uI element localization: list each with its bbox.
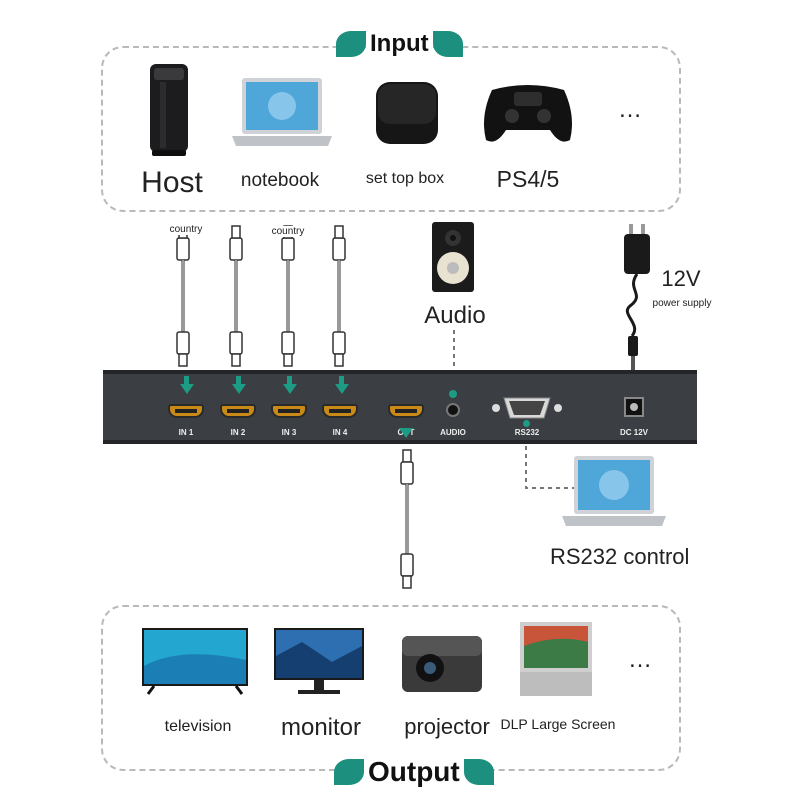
laptop-icon [232, 78, 332, 146]
input-device-label-host: Host [141, 166, 203, 199]
hdmi-port-in-2 [220, 404, 256, 418]
projector-icon [402, 636, 482, 692]
port-label-in-4: IN 4 [332, 428, 348, 437]
output-device-label-television: television [164, 718, 232, 735]
leaf-right-icon [432, 31, 463, 57]
output-device-label-projector: projector [404, 714, 490, 739]
output-arrow [399, 428, 413, 438]
output-more-ellipsis: … [628, 646, 652, 673]
hdmi-port-out [388, 404, 424, 418]
input-arrow-3 [283, 384, 297, 394]
port-label-audio: AUDIO [440, 428, 466, 437]
port-label-in-3: IN 3 [281, 428, 297, 437]
input-device-label-notebook: notebook [240, 170, 320, 191]
audio-indicator-dot [449, 390, 457, 398]
control-laptop-icon [562, 456, 666, 526]
input-arrow-4 [335, 384, 349, 394]
tower-pc-icon [150, 64, 188, 156]
input-arrow-1 [180, 384, 194, 394]
input-arrow-stem-2 [236, 376, 241, 384]
input-arrow-2 [232, 384, 246, 394]
port-label-in-1: IN 1 [178, 428, 194, 437]
hdmi-input-cables [176, 225, 346, 367]
input-arrow-stem-3 [287, 376, 292, 384]
input-device-label-set-top-box: set top box [365, 170, 445, 187]
input-title: Input [336, 30, 463, 58]
output-device-label-monitor: monitor [280, 714, 362, 741]
hdmi-output-cable [400, 449, 414, 589]
power-supply-label: power supply [652, 298, 712, 309]
output-device-label-dlp: DLP Large Screen [500, 716, 616, 732]
input-more-ellipsis: … [618, 96, 642, 123]
rs232-port-icon [492, 397, 562, 419]
hdmi-port-in-3 [271, 404, 307, 418]
monitor-icon [274, 628, 364, 694]
leaf-left-icon [334, 759, 364, 785]
input-arrow-stem-4 [339, 376, 344, 384]
tv-icon [142, 628, 248, 695]
port-label-rs232: RS232 [514, 428, 540, 437]
audio-jack-icon [446, 403, 460, 417]
speaker-icon [432, 222, 474, 292]
input-arrow-stem-1 [184, 376, 189, 384]
hdmi-port-in-4 [322, 404, 358, 418]
audio-label: Audio [424, 302, 486, 329]
set-top-box-icon [376, 82, 438, 144]
dc-jack-pin [630, 403, 638, 411]
rs232-dashed-line [525, 446, 578, 489]
dlp-screen-icon [520, 622, 592, 696]
hdmi-port-in-1 [168, 404, 204, 418]
gamepad-icon [484, 85, 572, 142]
input-device-label-ps: PS4/5 [496, 166, 560, 192]
rs232-indicator-dot [523, 420, 530, 427]
rs232-control-label: RS232 control [550, 544, 690, 569]
port-label-dc: DC 12V [619, 428, 648, 437]
leaf-left-icon [336, 31, 366, 57]
output-title: Output [334, 756, 494, 788]
leaf-right-icon [463, 759, 494, 785]
power-voltage-label: 12V [661, 266, 701, 291]
cable-label-country-1: country [164, 224, 208, 235]
port-label-in-2: IN 2 [230, 428, 246, 437]
cable-label-country-2: country [266, 226, 310, 237]
